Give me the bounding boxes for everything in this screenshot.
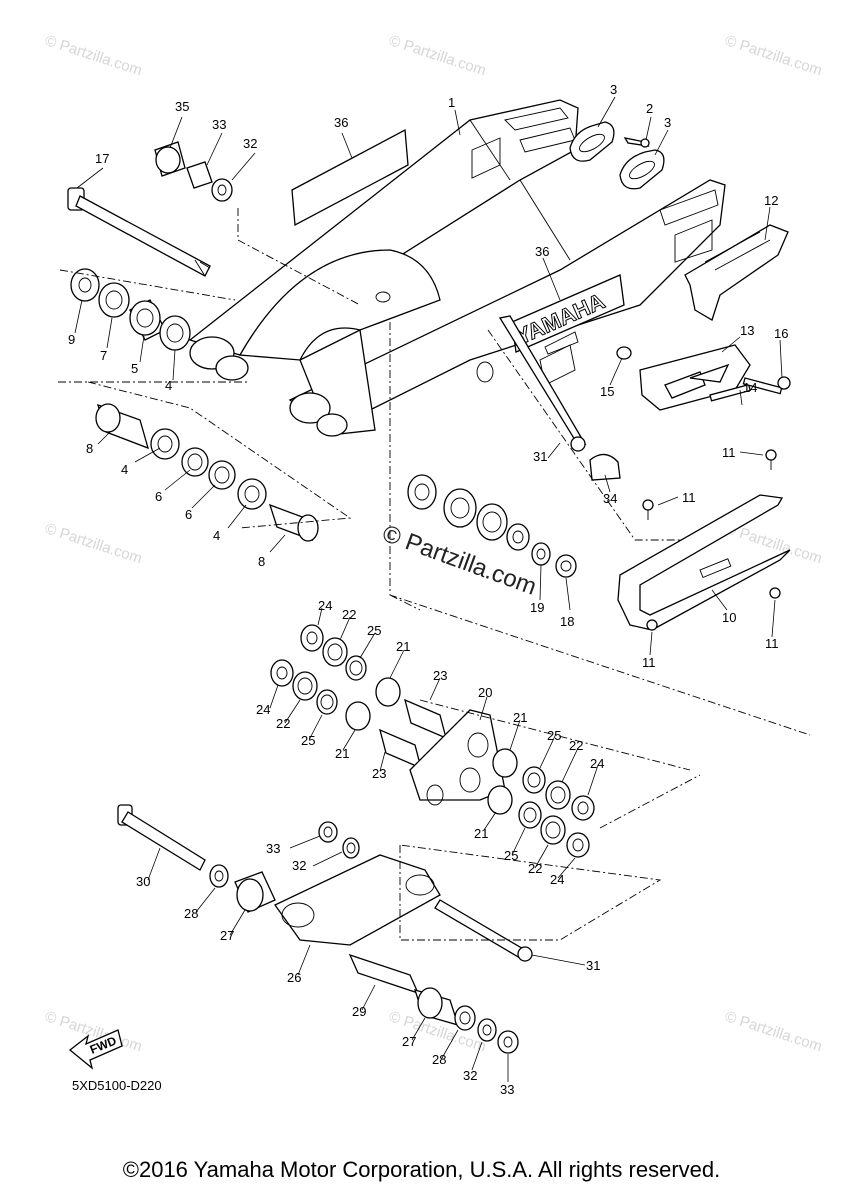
callout: 31 bbox=[586, 958, 600, 973]
callout: 1 bbox=[448, 95, 455, 110]
diagram-code: 5XD5100-D220 bbox=[72, 1078, 162, 1093]
chain-guide[interactable] bbox=[684, 224, 789, 321]
callout: 21 bbox=[513, 710, 527, 725]
assembly-guide-lines bbox=[389, 322, 811, 736]
callout: 2 bbox=[646, 101, 653, 116]
callout: 11 bbox=[765, 636, 779, 651]
callout: 32 bbox=[292, 858, 306, 873]
callout: 8 bbox=[86, 441, 93, 456]
callout: 15 bbox=[600, 384, 614, 399]
callout: 28 bbox=[432, 1052, 446, 1067]
callout: 26 bbox=[287, 970, 301, 985]
callout: 31 bbox=[533, 449, 547, 464]
callout: 33 bbox=[212, 117, 226, 132]
relay-arm-bearings[interactable] bbox=[407, 474, 577, 578]
callout: 4 bbox=[121, 462, 128, 477]
link-bolt-upper[interactable] bbox=[498, 315, 621, 481]
callout: 6 bbox=[185, 507, 192, 522]
forward-arrow-icon: FWD bbox=[68, 1029, 123, 1070]
copyright-notice: ©2016 Yamaha Motor Corporation, U.S.A. A… bbox=[122, 1157, 721, 1182]
callout: 5 bbox=[131, 361, 138, 376]
callout: 12 bbox=[764, 193, 778, 208]
callout: 7 bbox=[100, 348, 107, 363]
callout: 16 bbox=[774, 326, 788, 341]
callout: 35 bbox=[175, 99, 189, 114]
callout: 32 bbox=[243, 136, 257, 151]
callout: 21 bbox=[335, 746, 349, 761]
callout: 22 bbox=[276, 716, 290, 731]
callout: 3 bbox=[610, 82, 617, 97]
callout: 23 bbox=[372, 766, 386, 781]
callout-labels: 1 2 3 3 4 4 4 5 6 6 7 8 8 9 10 11 11 11 … bbox=[68, 82, 788, 1097]
callout: 22 bbox=[569, 738, 583, 753]
callout: 34 bbox=[603, 491, 617, 506]
callout: 25 bbox=[367, 623, 381, 638]
callout: 21 bbox=[396, 639, 410, 654]
callout: 6 bbox=[155, 489, 162, 504]
callout: 17 bbox=[95, 151, 109, 166]
swingarm[interactable]: YAMAHA bbox=[188, 99, 726, 437]
callout: 24 bbox=[550, 872, 564, 887]
callout: 22 bbox=[528, 861, 542, 876]
callout: 13 bbox=[740, 323, 754, 338]
chain-slider[interactable] bbox=[617, 449, 791, 631]
callout: 14 bbox=[743, 380, 757, 395]
callout: 33 bbox=[266, 841, 280, 856]
callout: 27 bbox=[220, 928, 234, 943]
callout: 24 bbox=[590, 756, 604, 771]
callout: 36 bbox=[334, 115, 348, 130]
pivot-shaft[interactable] bbox=[67, 187, 211, 277]
callout: 21 bbox=[474, 826, 488, 841]
callout: 23 bbox=[433, 668, 447, 683]
callout: 18 bbox=[560, 614, 574, 629]
callout: 25 bbox=[547, 728, 561, 743]
callout: 24 bbox=[318, 598, 332, 613]
callout: 30 bbox=[136, 874, 150, 889]
callout: 10 bbox=[722, 610, 736, 625]
decal-left[interactable] bbox=[291, 128, 409, 227]
callout: 9 bbox=[68, 332, 75, 347]
callout: 29 bbox=[352, 1004, 366, 1019]
callout: 11 bbox=[722, 445, 736, 460]
callout: 32 bbox=[463, 1068, 477, 1083]
callout: 20 bbox=[478, 685, 492, 700]
leader-lines bbox=[74, 96, 783, 1082]
pivot-bearing-stack[interactable] bbox=[58, 268, 352, 542]
callout: 25 bbox=[301, 733, 315, 748]
relay-arm-assembly[interactable] bbox=[270, 624, 701, 858]
callout: 11 bbox=[682, 490, 696, 505]
callout: 11 bbox=[642, 655, 656, 670]
callout: 27 bbox=[402, 1034, 416, 1049]
callout: 28 bbox=[184, 906, 198, 921]
callout: 25 bbox=[504, 848, 518, 863]
chain-support[interactable] bbox=[616, 344, 791, 411]
chain-puller-plates[interactable] bbox=[569, 121, 665, 190]
connecting-rod-assembly[interactable] bbox=[117, 804, 662, 1054]
callout: 8 bbox=[258, 554, 265, 569]
callout: 3 bbox=[664, 115, 671, 130]
callout: 4 bbox=[165, 378, 172, 393]
callout: 19 bbox=[530, 600, 544, 615]
callout: 22 bbox=[342, 607, 356, 622]
callout: 24 bbox=[256, 702, 270, 717]
callout: 36 bbox=[535, 244, 549, 259]
collar-and-washers-top[interactable] bbox=[154, 141, 361, 306]
callout: 4 bbox=[213, 528, 220, 543]
callout: 33 bbox=[500, 1082, 514, 1097]
